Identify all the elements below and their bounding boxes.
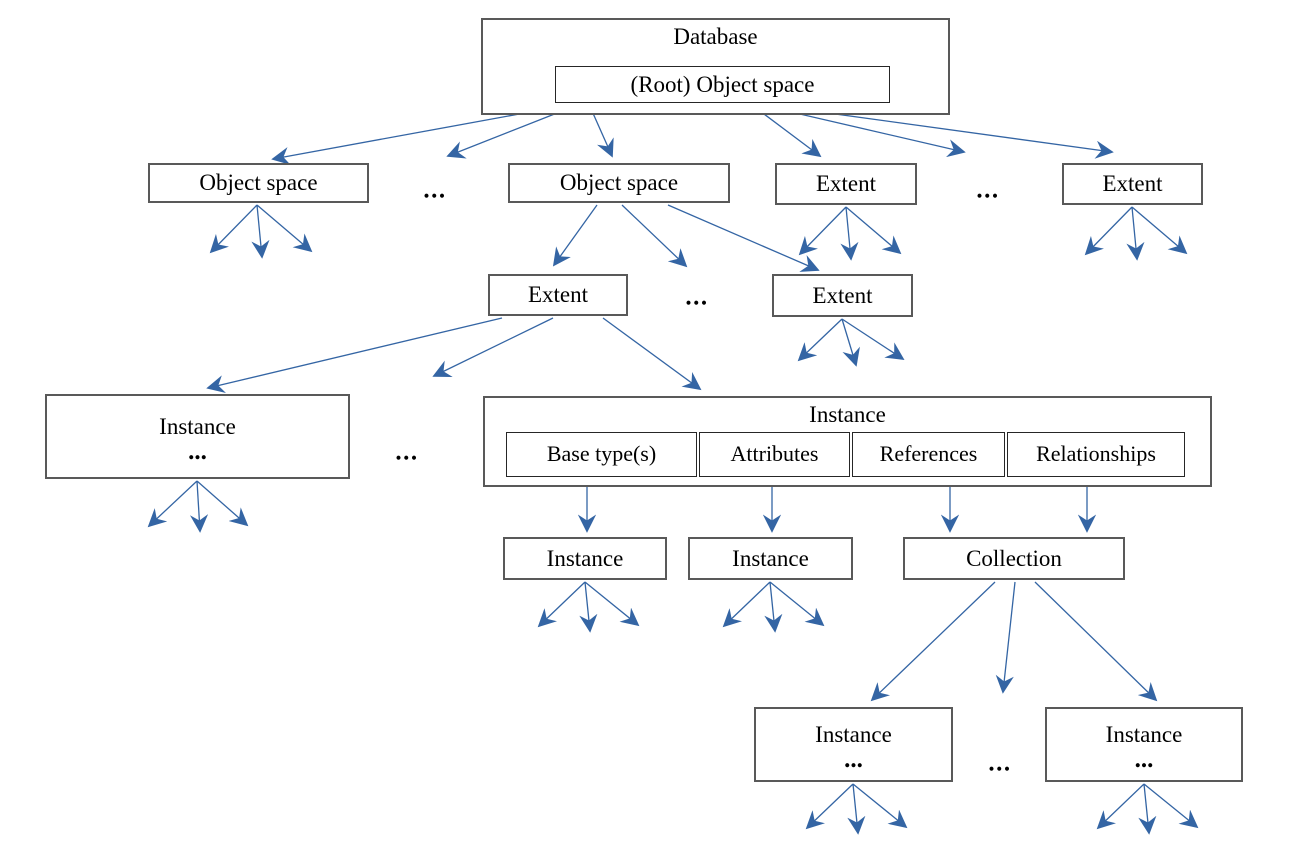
instance-3-label: Instance — [815, 722, 892, 748]
instance-left-label: Instance — [159, 414, 236, 440]
root-object-space-node: (Root) Object space — [555, 66, 890, 103]
object-space-2-node: Object space — [508, 163, 730, 203]
attributes-label: Attributes — [730, 441, 819, 467]
extent-3-label: Extent — [527, 282, 589, 308]
extent-4-node: Extent — [772, 274, 913, 317]
arrows-collection-to-level6 — [870, 581, 1158, 702]
ellipsis-level3: ... — [685, 283, 709, 311]
references-slot: References — [852, 432, 1005, 477]
extent-2-label: Extent — [1102, 171, 1163, 197]
object-space-2-label: Object space — [559, 170, 679, 196]
base-types-label: Base type(s) — [546, 441, 657, 467]
instance-2-label: Instance — [732, 545, 809, 571]
extent-2-node: Extent — [1062, 163, 1203, 205]
instance-big-label: Instance — [809, 402, 886, 427]
instance-2-node: Instance — [688, 537, 853, 580]
extent-1-node: Extent — [775, 163, 917, 205]
extent-3-node: Extent — [488, 274, 628, 316]
ellipsis-level4: ... — [395, 438, 419, 466]
instance-left-ellipsis: ... — [188, 437, 207, 465]
instance-3-node: Instance ... — [754, 707, 953, 782]
extent-4-label: Extent — [812, 282, 873, 308]
instance-1-label: Instance — [546, 545, 624, 571]
references-label: References — [879, 441, 978, 467]
relationships-label: Relationships — [1036, 441, 1156, 467]
object-space-1-label: Object space — [199, 170, 318, 196]
instance-4-label: Instance — [1105, 722, 1183, 748]
collection-node: Collection — [903, 537, 1125, 580]
root-object-space-label: (Root) Object space — [630, 71, 815, 97]
arrows-objectspace2-to-level3 — [552, 204, 820, 272]
instance-4-node: Instance ... — [1045, 707, 1243, 782]
instance-1-node: Instance — [503, 537, 667, 580]
child-fan-arrows — [147, 204, 1199, 835]
collection-label: Collection — [966, 545, 1062, 571]
arrows-extent-to-level4 — [206, 317, 702, 394]
instance-big-node: Instance Base type(s) Attributes Referen… — [483, 396, 1212, 487]
database-node: Database (Root) Object space — [481, 18, 950, 115]
attributes-slot: Attributes — [699, 432, 850, 477]
object-space-1-node: Object space — [148, 163, 369, 203]
relationships-slot: Relationships — [1007, 432, 1185, 477]
instance-left-node: Instance ... — [45, 394, 350, 479]
base-types-slot: Base type(s) — [506, 432, 697, 477]
ellipsis-level6: ... — [988, 749, 1012, 777]
extent-1-label: Extent — [815, 171, 877, 197]
ellipsis-level2-left: ... — [423, 176, 447, 204]
instance-3-ellipsis: ... — [844, 745, 863, 773]
instance-4-ellipsis: ... — [1134, 745, 1154, 773]
ellipsis-level2-right: ... — [976, 176, 1000, 204]
database-label: Database — [673, 24, 758, 49]
